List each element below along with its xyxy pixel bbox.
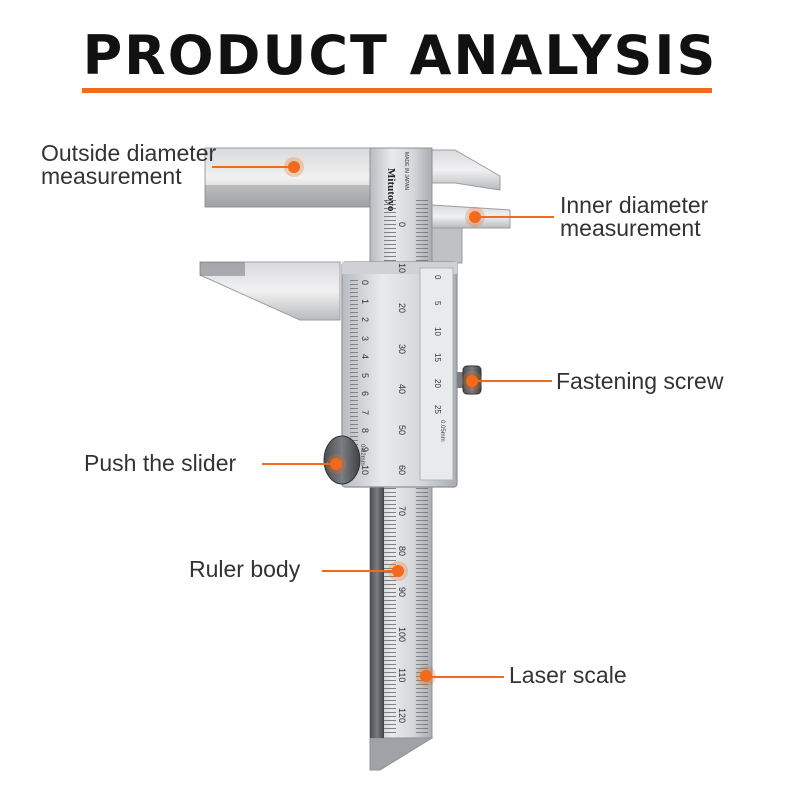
brand-logo: Mitutoyo (385, 168, 397, 212)
outside-diameter-line2: measurement (41, 163, 182, 189)
ruler-body-leader (322, 570, 396, 572)
inner-diameter-line2: measurement (560, 215, 701, 241)
hundredths-number: 10 (433, 327, 442, 336)
main-scale-number: 70 (397, 505, 407, 516)
main-scale-number: 120 (397, 708, 407, 724)
main-scale-number: 110 (397, 667, 407, 682)
vernier-unit: 0.05mm (439, 420, 445, 442)
main-scale-number: 40 (397, 384, 407, 395)
main-scale-number: 0 (397, 222, 407, 228)
vernier-number: 1 (360, 298, 370, 304)
inner-diameter-label: Inner diameter measurement (560, 194, 708, 240)
fastening-screw-label: Fastening screw (556, 368, 724, 394)
vernier-number: 5 (360, 372, 370, 378)
hundredths-number: 15 (433, 353, 442, 362)
vernier-number: 2 (360, 317, 370, 323)
page-title: PRODUCT ANALYSIS (82, 24, 718, 87)
main-scale-number: 30 (397, 343, 407, 354)
main-scale-number: 20 (397, 303, 407, 314)
hundredths-number: 20 (433, 379, 442, 388)
main-scale-number: 100 (397, 627, 407, 643)
main-scale-number: 90 (397, 586, 407, 597)
fastening-screw-leader (472, 380, 552, 382)
vernier-number: 4 (360, 354, 370, 360)
screw-shaft (457, 372, 465, 388)
ruler-body-marker (392, 565, 404, 577)
hundredths-number: 5 (433, 301, 442, 306)
inner-diameter-line1: Inner diameter (560, 192, 709, 218)
main-scale-number: 50 (397, 424, 407, 435)
brand-block: Mitutoyo MADE IN JAPAN (381, 150, 421, 211)
push-slider-marker (330, 458, 342, 470)
vernier-number: 8 (360, 428, 370, 434)
laser-scale-marker (420, 670, 432, 682)
title-underline (82, 88, 712, 93)
main-scale: 0 10 20 30 40 50 60 70 80 90 100 110 120 (397, 222, 417, 742)
main-scale-number: 60 (397, 465, 407, 476)
brand-origin: MADE IN JAPAN (403, 152, 409, 190)
inner-jaw-right (429, 149, 501, 191)
thumb-wheel (323, 435, 361, 485)
outside-diameter-marker (288, 161, 300, 173)
main-scale-number: 10 (397, 262, 407, 273)
main-scale-number: 80 (397, 546, 407, 557)
inner-diameter-leader (476, 216, 554, 218)
ruler-body-label: Ruler body (189, 556, 301, 582)
vernier-number: 7 (360, 409, 370, 415)
push-slider-label: Push the slider (84, 450, 237, 476)
inner-diameter-marker (469, 211, 481, 223)
hundredths-number: 25 (433, 405, 442, 414)
resolution-text: 0.02mm (359, 444, 365, 466)
outside-diameter-label: Outside diameter measurement (41, 142, 216, 188)
laser-scale-leader (428, 676, 504, 678)
vernier-number: 3 (360, 335, 370, 341)
vernier-number: 0 (360, 280, 370, 286)
vernier-number: 10 (360, 465, 370, 476)
laser-scale-label: Laser scale (509, 662, 627, 688)
outside-diameter-line1: Outside diameter (41, 140, 217, 166)
push-slider-leader (262, 463, 334, 465)
fastening-screw-marker (466, 375, 478, 387)
outside-diameter-leader (212, 166, 294, 168)
vernier-number: 6 (360, 391, 370, 397)
vernier-hundredths-scale: 0 5 10 15 20 25 (432, 275, 448, 425)
hundredths-number: 0 (433, 275, 442, 280)
depth-rod (369, 737, 434, 771)
